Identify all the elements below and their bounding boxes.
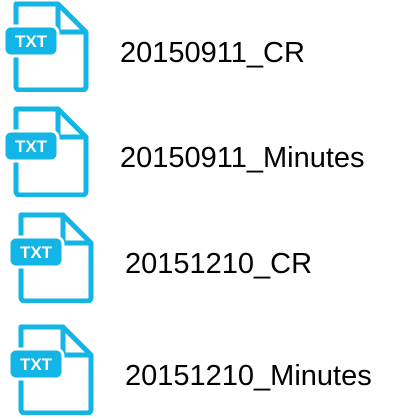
txt-badge-label: TXT — [15, 137, 48, 156]
file-item-20151210-cr[interactable]: TXT 20151210_CR — [7, 211, 410, 307]
txt-file-icon: TXT — [7, 324, 94, 415]
file-name: 20150911_CR — [120, 37, 305, 69]
file-item-20150911-minutes[interactable]: TXT 20150911_Minutes — [2, 105, 410, 201]
txt-file-icon: TXT — [2, 106, 89, 197]
file-name: 20150911_Minutes — [120, 142, 365, 174]
file-item-20150911-cr[interactable]: TXT 20150911_CR — [2, 0, 410, 96]
file-name: 20151210_CR — [125, 248, 313, 280]
file-item-20151210-minutes[interactable]: TXT 20151210_Minutes — [7, 323, 410, 419]
file-name: 20151210_Minutes — [125, 360, 372, 392]
txt-file-icon: TXT — [2, 1, 89, 92]
txt-file-icon: TXT — [7, 212, 94, 303]
txt-badge-label: TXT — [15, 32, 48, 51]
txt-badge-label: TXT — [20, 355, 53, 374]
txt-badge-label: TXT — [20, 243, 53, 262]
